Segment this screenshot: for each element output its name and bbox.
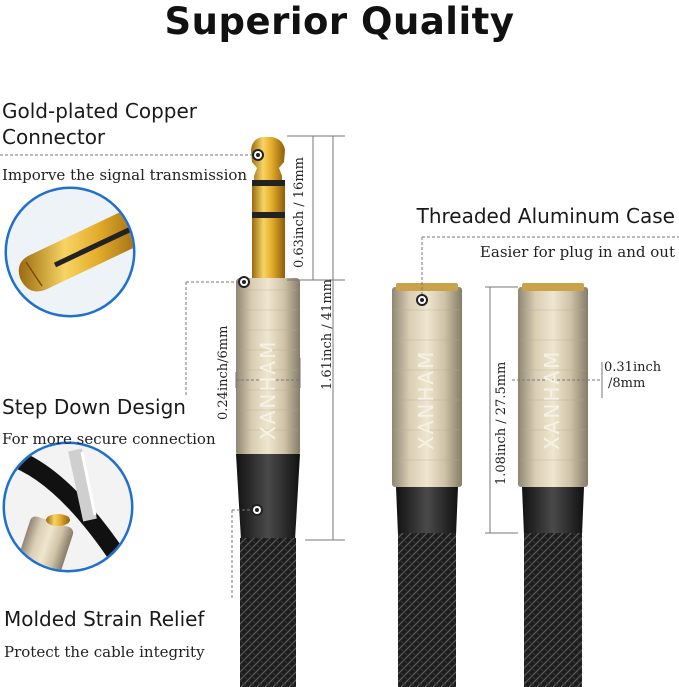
connector-subtitle: Imporve the signal transmission [2, 166, 248, 184]
zoom-circle-connector [4, 186, 136, 318]
dim-jack-width-line1: 0.31inch [604, 360, 662, 375]
dim-jack-width-line2: /8mm [608, 376, 646, 391]
case-subtitle: Easier for plug in and out [479, 243, 675, 261]
male-plug [236, 137, 300, 687]
female-jack-1 [392, 283, 462, 687]
step-down-subtitle: For more secure connection [2, 430, 216, 448]
strain-relief-title: Molded Strain Relief [4, 607, 205, 631]
female-jack-2 [518, 283, 588, 687]
connector-title-line2: Connector [2, 125, 106, 149]
callout-dots [238, 149, 428, 516]
dim-jack-length: 1.08inch / 27.5mm [494, 361, 509, 485]
strain-relief-subtitle: Protect the cable integrity [4, 643, 205, 661]
case-title: Threaded Aluminum Case [416, 204, 675, 228]
page-title: Superior Quality [164, 0, 515, 43]
brand-label-plug: XANHAM [256, 339, 280, 440]
dimension-lines [0, 135, 679, 600]
dim-plug-total: 1.61inch / 41mm [320, 279, 335, 390]
zoom-circle-step-down [2, 441, 134, 573]
connector-title-line1: Gold-plated Copper [2, 99, 198, 123]
step-down-title: Step Down Design [2, 395, 186, 419]
brand-label-jack-2: XANHAM [540, 349, 564, 450]
dim-plug-width: 0.24inch/6mm [216, 325, 231, 420]
brand-label-jack-1: XANHAM [414, 349, 438, 450]
dim-plug-tip: 0.63inch / 16mm [292, 157, 307, 268]
